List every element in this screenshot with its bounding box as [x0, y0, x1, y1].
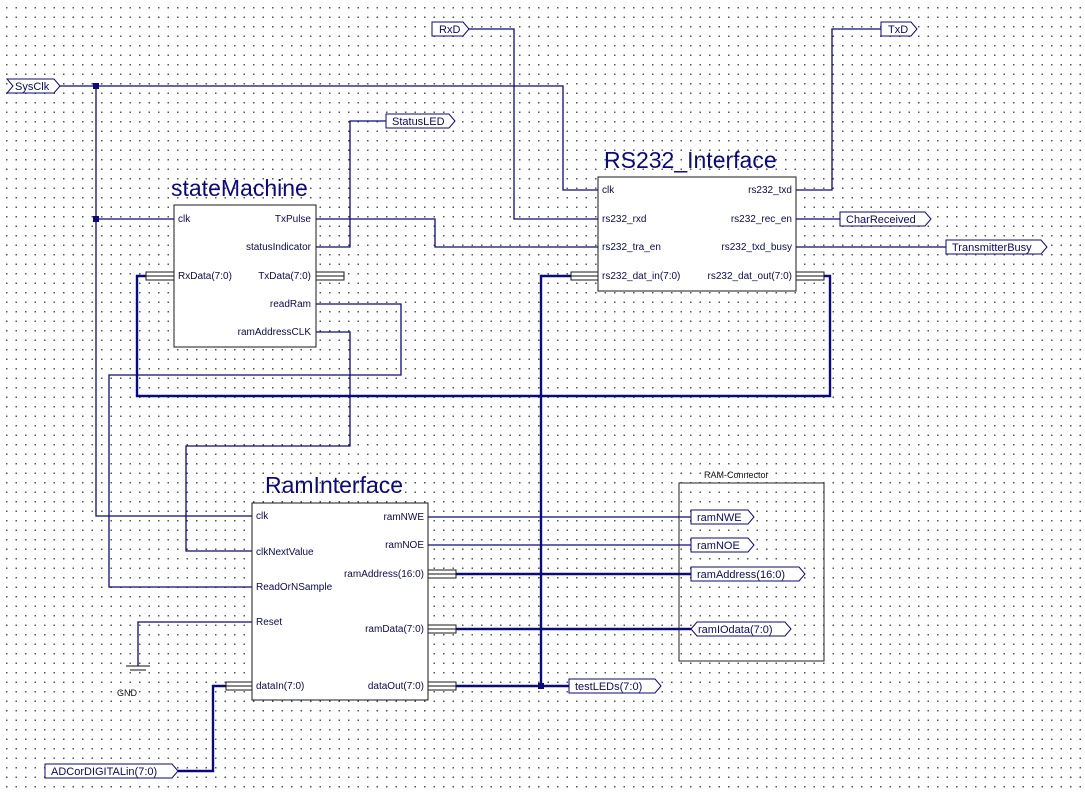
ram-connector-block: RAM-Connector — [678, 470, 825, 662]
ram-connector-title: RAM-Connector — [704, 470, 769, 480]
svg-text:ramNWE: ramNWE — [697, 512, 742, 524]
pin-clk-next-value: clkNextValue — [256, 547, 314, 558]
ram-address-bus-pin — [427, 569, 457, 579]
pin-read-or-n-sample: ReadOrNSample — [256, 582, 333, 593]
ground-symbol: GND — [117, 665, 150, 698]
pin-rxdata: RxData(7:0) — [178, 271, 232, 282]
txpulse-wire — [316, 218, 598, 248]
svg-text:TxD: TxD — [888, 24, 908, 36]
svg-text:StatusLED: StatusLED — [392, 116, 445, 128]
svg-text:ramNOE: ramNOE — [697, 540, 740, 552]
pin-read-ram: readRam — [270, 299, 311, 310]
data-in-bus-pin — [225, 681, 253, 691]
svg-text:CharReceived: CharReceived — [846, 214, 916, 226]
pin-reset: Reset — [256, 617, 282, 628]
port-status-led[interactable]: StatusLED — [385, 113, 456, 129]
rxd-wire — [469, 28, 598, 220]
port-ram-io-data[interactable]: ramIOdata(7:0) — [690, 621, 792, 637]
port-ram-noe[interactable]: ramNOE — [690, 537, 755, 553]
port-transmitter-busy[interactable]: TransmitterBusy — [945, 239, 1048, 255]
data-out-bus-pin — [427, 681, 457, 691]
dat-in-bus-pin — [570, 271, 599, 281]
svg-text:ramIOdata(7:0): ramIOdata(7:0) — [698, 624, 773, 636]
ram-address-clk-wire — [185, 331, 351, 552]
pin-data-in: dataIn(7:0) — [256, 681, 304, 692]
port-adc-digital-in[interactable]: ADCorDIGITALin(7:0) — [44, 763, 179, 779]
junction-dot — [93, 216, 99, 222]
io-ports[interactable]: SysClk RxD TxD StatusLED CharReceived Tr… — [5, 21, 1048, 779]
pin-rs232-dat-out: rs232_dat_out(7:0) — [707, 271, 792, 282]
pin-txpulse: TxPulse — [275, 214, 312, 225]
svg-text:ADCorDIGITALin(7:0): ADCorDIGITALin(7:0) — [51, 766, 157, 778]
port-sysclk[interactable]: SysClk — [5, 78, 61, 94]
pin-status-indicator: statusIndicator — [246, 242, 312, 253]
rs232-interface-title: RS232_Interface — [604, 147, 777, 173]
state-machine-box — [173, 204, 317, 348]
pin-rs232-dat-in: rs232_dat_in(7:0) — [602, 271, 680, 282]
ram-data-bus-pin — [427, 624, 457, 634]
junction-dot — [538, 683, 544, 689]
svg-text:RxD: RxD — [439, 24, 460, 36]
pin-rs232-txd: rs232_txd — [748, 185, 792, 196]
dat-out-bus-pin — [795, 271, 825, 281]
svg-text:SysClk: SysClk — [15, 81, 50, 93]
dat-in-bus — [539, 274, 571, 686]
sysclk-wire — [60, 85, 598, 191]
ram-interface-block[interactable]: RamInterface clk clkNextValue ReadOrNSam… — [225, 472, 457, 701]
wires — [60, 28, 946, 773]
junction-dot — [93, 83, 99, 89]
state-machine-title: stateMachine — [171, 175, 308, 201]
txdata-bus-pin — [315, 271, 345, 281]
pin-ram-noe: ramNOE — [385, 540, 424, 551]
pin-ram-address-clk: ramAddressCLK — [238, 327, 312, 338]
svg-text:testLEDs(7:0): testLEDs(7:0) — [575, 681, 642, 693]
pin-rs232-tra-en: rs232_tra_en — [602, 242, 661, 253]
adc-bus — [178, 684, 226, 773]
pin-clk: clk — [178, 214, 191, 225]
sysclk-trunk-wire — [95, 86, 252, 517]
txd-wire — [796, 28, 881, 191]
pin-rs232-rec-en: rs232_rec_en — [731, 214, 792, 225]
pin-rs232-txd-busy: rs232_txd_busy — [721, 242, 792, 253]
svg-text:ramAddress(16:0): ramAddress(16:0) — [697, 569, 785, 581]
rs232-interface-block[interactable]: RS232_Interface clk rs232_rxd rs232_tra_… — [570, 147, 825, 292]
pin-rs232-rxd: rs232_rxd — [602, 214, 646, 225]
pin-ram-clk: clk — [256, 511, 269, 522]
ram-interface-box — [251, 502, 429, 701]
pin-ram-nwe: ramNWE — [383, 512, 424, 523]
pin-ram-address: ramAddress(16:0) — [344, 569, 424, 580]
port-ram-address[interactable]: ramAddress(16:0) — [690, 566, 806, 582]
gnd-label: GND — [117, 688, 138, 698]
svg-text:TransmitterBusy: TransmitterBusy — [952, 242, 1032, 254]
port-char-received[interactable]: CharReceived — [839, 211, 932, 227]
rxdata-bus — [135, 274, 832, 398]
pin-rs232-clk: clk — [602, 185, 615, 196]
reset-wire — [137, 621, 252, 666]
pin-txdata: TxData(7:0) — [258, 271, 311, 282]
port-txd[interactable]: TxD — [880, 21, 918, 37]
port-test-leds[interactable]: testLEDs(7:0) — [568, 678, 662, 694]
ram-connector-box — [678, 482, 825, 662]
rxdata-bus-pin — [145, 271, 175, 281]
state-machine-block[interactable]: stateMachine clk RxData(7:0) TxPulse sta… — [145, 175, 345, 348]
pin-data-out: dataOut(7:0) — [368, 681, 424, 692]
port-rxd[interactable]: RxD — [431, 21, 470, 37]
rs232-interface-box — [597, 176, 797, 292]
status-led-wire — [316, 120, 386, 248]
read-ram-wire — [108, 303, 402, 588]
port-ram-nwe[interactable]: ramNWE — [690, 509, 755, 525]
pin-ram-data: ramData(7:0) — [365, 624, 424, 635]
ram-interface-title: RamInterface — [265, 472, 403, 498]
